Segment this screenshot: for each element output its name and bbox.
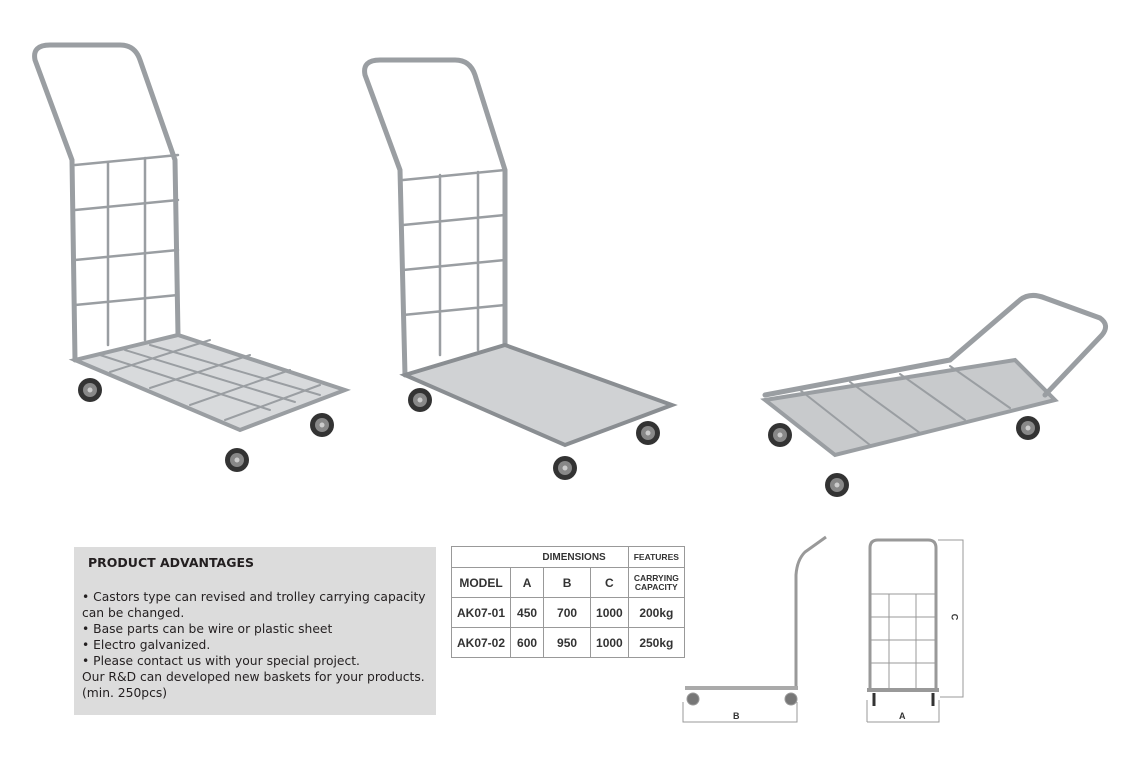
advantage-line: (min. 250pcs) [82,686,168,700]
dimension-label-b: B [733,711,740,721]
features-header: FEATURES [627,546,685,568]
cell-c: 1000 [590,597,629,628]
cell-b: 950 [543,627,592,658]
advantage-line: • Please contact us with your special pr… [82,654,360,668]
advantage-line: • Base parts can be wire or plastic shee… [82,622,333,636]
col-header-capacity: CARRYING CAPACITY [627,567,685,598]
product-advantages-title: PRODUCT ADVANTAGES [88,555,255,570]
dimensions-table: DIMENSIONS FEATURES MODEL A B C CARRYING… [450,546,685,658]
dimension-label-a: A [899,711,906,721]
cell-a: 450 [510,597,545,628]
dimension-label-c: C [949,613,960,621]
cell-a: 600 [510,627,545,658]
col-header-a: A [510,567,545,598]
col-header-c: C [590,567,629,598]
col-header-b: B [543,567,592,598]
cell-capacity: 200kg [627,597,685,628]
advantage-line: Our R&D can developed new baskets for yo… [82,670,425,684]
trolley-plastic-base-image [362,57,678,480]
cell-c: 1000 [590,627,629,658]
cell-model: AK07-01 [450,597,512,628]
cell-capacity: 250kg [627,627,685,658]
col-header-model: MODEL [450,567,512,598]
table-row: AK07-02 600 950 1000 250kg [450,627,685,658]
cell-model: AK07-02 [450,627,512,658]
advantage-line: • Castors type can revised and trolley c… [82,590,426,604]
dimensions-header: DIMENSIONS [451,546,629,568]
front-dimension-diagram [866,538,964,723]
side-dimension-diagram [682,535,827,723]
table-row: AK07-01 450 700 1000 200kg [450,597,685,628]
trolley-wire-base-image [32,42,351,472]
advantage-line: can be changed. [82,606,185,620]
product-advantages-box: PRODUCT ADVANTAGES • Castors type can re… [74,547,436,715]
cell-b: 700 [543,597,592,628]
advantage-line: • Electro galvanized. [82,638,211,652]
trolley-side-view-image [760,292,1108,497]
